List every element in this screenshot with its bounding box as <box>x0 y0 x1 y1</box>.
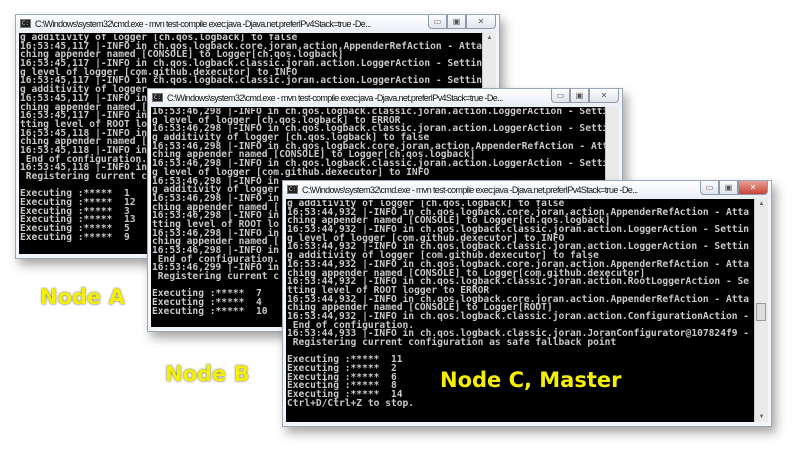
console-line: 16:53:44,932 |-INFO in ch.qos.logback.cl… <box>287 310 750 322</box>
console-line: 16:53:46,298 |-INFO in ch.qos.logback.cl… <box>152 123 605 135</box>
console-line: 16:53:46,298 |-INFO in <box>152 245 280 256</box>
console-line: g additivity of logger [ch.qos.logback] … <box>20 34 298 43</box>
console-line: 16:53:45,117 |-INFO in ch.qos.logback.co… <box>20 40 482 52</box>
console-line: 16:53:46,298 |-INFO in ch.qos.logback.co… <box>152 140 605 152</box>
window-title: C:\Windows\system32\cmd.exe - mvn test-c… <box>302 185 638 195</box>
console-line: 16:53:44,932 |-INFO in ch.qos.logback.co… <box>287 293 750 305</box>
console-line: tting level of ROOT lo <box>152 218 280 230</box>
console-line: 16:53:44,933 |-INFO in ch.qos.logback.cl… <box>287 328 750 340</box>
minimize-button[interactable]: ▭ <box>428 15 447 29</box>
console-line: Executing :***** 12 <box>20 197 136 209</box>
console-line: g level of logger [com.github.dexecutor]… <box>287 232 565 244</box>
console-line: 16:53:45,118 |-INFO in <box>20 127 148 139</box>
console-line: 16:53:45,117 |-INFO in ch.qos.logback.cl… <box>20 75 482 87</box>
scrollbar-thumb[interactable] <box>756 303 766 321</box>
console-line: 16:53:45,117 |-INFO in <box>20 110 148 122</box>
console-line: g additivity of logger [ch.qos.logback] … <box>152 132 430 144</box>
cmd-icon: C: <box>152 93 163 102</box>
console-area[interactable]: g additivity of logger [ch.qos.logback] … <box>286 199 768 422</box>
console-line: 16:53:46,299 |-INFO in <box>152 262 280 274</box>
console-line: ching appender named [CONSOLE] to Logger… <box>287 302 553 314</box>
console-line: Ctrl+D/Ctrl+Z to stop. <box>287 397 415 409</box>
title-bar[interactable]: C: C:\Windows\system32\cmd.exe - mvn tes… <box>16 15 499 33</box>
console-line: 16:53:44,932 |-INFO in ch.qos.logback.cl… <box>287 224 750 236</box>
console-line: Executing :***** 4 <box>152 297 262 309</box>
console-line: 16:53:44,932 |-INFO in ch.qos.logback.cl… <box>287 241 750 253</box>
scroll-up-icon[interactable]: ▲ <box>486 35 493 41</box>
maximize-button[interactable]: ▣ <box>570 89 589 103</box>
close-button[interactable]: ✕ <box>466 15 496 29</box>
close-button[interactable]: ✕ <box>738 181 768 195</box>
window-title: C:\Windows\system32\cmd.exe - mvn test-c… <box>167 93 503 103</box>
node-a-label: Node A <box>40 285 125 309</box>
console-line: 16:53:46,298 |-INFO in ch.qos.logback.cl… <box>152 158 605 170</box>
console-output: g additivity of logger [ch.qos.logback] … <box>20 34 482 254</box>
console-line: Executing :***** 11 <box>287 354 403 366</box>
console-line: ching appender named [ <box>152 236 280 248</box>
console-line: g additivity of logger <box>20 84 148 96</box>
console-line: g level of logger [ch.qos.logback] to ER… <box>152 114 401 126</box>
console-line: Executing :***** 8 <box>287 380 397 392</box>
console-line: End of configuration. <box>287 319 415 331</box>
close-button[interactable]: ✕ <box>589 89 619 103</box>
console-line: 16:53:45,117 |-INFO in ch.qos.logback.cl… <box>20 58 482 70</box>
title-bar[interactable]: C: C:\Windows\system32\cmd.exe - mvn tes… <box>283 181 771 199</box>
console-line: End of configuration. <box>152 253 280 265</box>
maximize-button[interactable]: ▣ <box>719 181 738 195</box>
console-line: End of configuration. <box>20 153 148 165</box>
console-line: 16:53:44,932 |-INFO in ch.qos.logback.co… <box>287 206 750 218</box>
console-line: Executing :***** 14 <box>287 389 403 401</box>
console-line: Registering current configuration as saf… <box>287 337 617 348</box>
console-line: ching appender named [CONSOLE] to Logger… <box>152 149 476 161</box>
console-line: 16:53:46,298 |-INFO in <box>152 175 280 187</box>
console-line: 16:53:45,118 |-INFO in <box>20 162 148 174</box>
console-line: Executing :***** 2 <box>287 363 397 375</box>
console-line: ching appender named [CONSOLE] to Logger… <box>287 267 646 279</box>
console-line: Executing :***** 7 <box>152 288 262 300</box>
console-line: ching appender named [ <box>152 201 280 213</box>
console-line: 16:53:44,932 |-INFO in ch.qos.logback.cl… <box>287 276 750 288</box>
console-line: Executing :***** 5 <box>20 223 130 235</box>
console-line: Registering current c <box>152 271 280 283</box>
cmd-icon: C: <box>20 19 31 28</box>
scroll-down-icon[interactable]: ▼ <box>758 414 765 420</box>
console-line: tting level of ROOT log <box>20 118 153 130</box>
vertical-scrollbar[interactable]: ▲ ▼ <box>754 199 768 422</box>
console-line: Executing :***** 3 <box>20 205 130 217</box>
console-line: Executing :***** 10 <box>152 305 268 317</box>
title-bar[interactable]: C: C:\Windows\system32\cmd.exe - mvn tes… <box>148 89 622 107</box>
console-line: 16:53:44,932 |-INFO in ch.qos.logback.co… <box>287 258 750 270</box>
minimize-button[interactable]: ▭ <box>551 89 570 103</box>
console-line: g additivity of logger [com.github.dexec… <box>287 250 599 262</box>
console-line: 16:53:45,117 |-INFO in <box>20 92 148 104</box>
maximize-button[interactable]: ▣ <box>447 15 466 29</box>
console-line: tting level of ROOT logger to ERROR <box>287 284 490 296</box>
console-line: g level of logger [com.github.dexecutor]… <box>152 166 430 178</box>
console-line: Executing :***** 13 <box>20 214 136 226</box>
node-c-label: Node C, Master <box>440 368 622 392</box>
cmd-window-node-c[interactable]: C: C:\Windows\system32\cmd.exe - mvn tes… <box>282 180 772 427</box>
console-line: ching appender named [CONSOLE] to Logger… <box>20 49 344 61</box>
console-line: 16:53:46,298 |-INFO in <box>152 227 280 239</box>
console-line: g level of logger [com.github.dexecutor]… <box>20 66 298 78</box>
console-line: 16:53:45,118 |-INFO in <box>20 144 148 156</box>
console-output: 16:53:46,298 |-INFO in ch.qos.logback.cl… <box>152 108 605 327</box>
console-line: Executing :***** 1 <box>20 188 130 200</box>
minimize-button[interactable]: ▭ <box>700 181 719 195</box>
cmd-icon: C: <box>287 185 298 194</box>
scroll-up-icon[interactable]: ▲ <box>758 201 765 207</box>
console-line: g additivity of logger [ch.qos.logback] … <box>287 200 565 209</box>
console-output: g additivity of logger [ch.qos.logback] … <box>287 200 754 422</box>
window-title: C:\Windows\system32\cmd.exe - mvn test-c… <box>35 19 371 29</box>
console-line: Registering current co <box>20 171 153 182</box>
console-line: 16:53:46,298 |-INFO in ch.qos.logback.cl… <box>152 108 605 117</box>
console-line: 16:53:46,298 |-INFO in <box>152 192 280 204</box>
console-line: 16:53:46,298 |-INFO in <box>152 210 280 222</box>
console-line: Executing :***** 9 <box>20 231 130 243</box>
console-line: ching appender named [CONSOLE] to Logger… <box>287 215 611 227</box>
console-line: Executing :***** 6 <box>287 371 397 383</box>
node-b-label: Node B <box>165 362 250 386</box>
console-line: g additivity of logger <box>152 184 280 196</box>
